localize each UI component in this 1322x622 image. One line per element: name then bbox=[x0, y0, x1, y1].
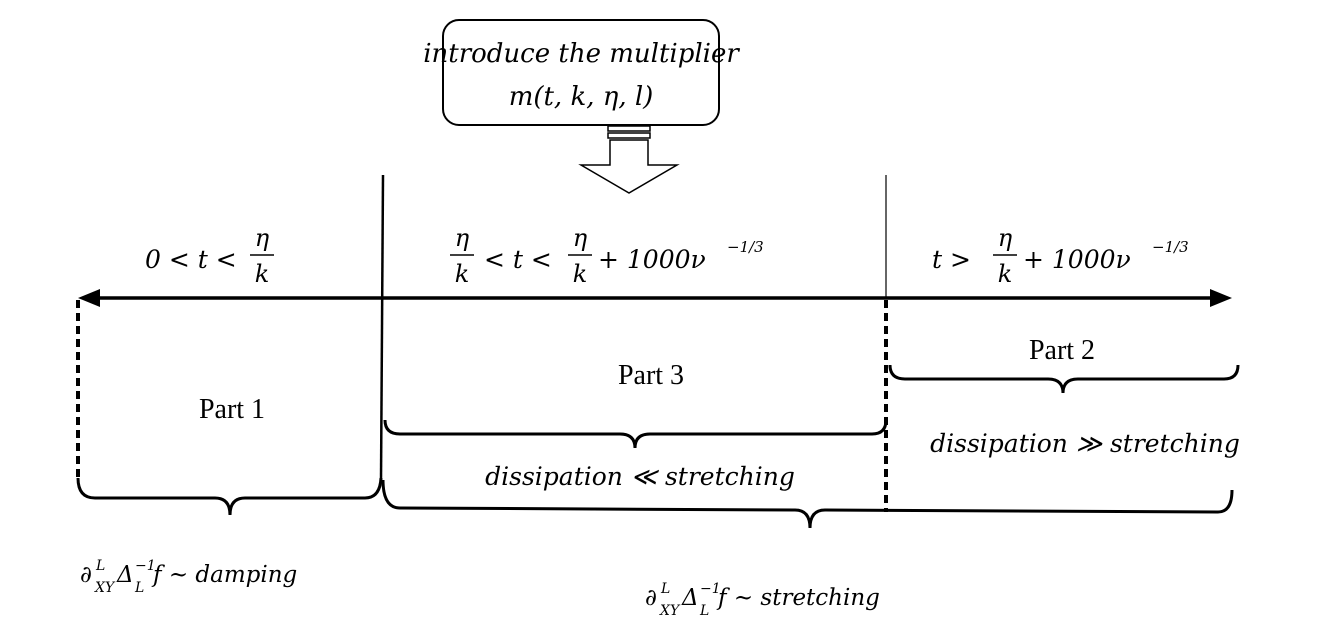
brace-part2 bbox=[888, 364, 1240, 394]
svg-text:L: L bbox=[95, 558, 105, 574]
svg-text:k: k bbox=[573, 260, 588, 288]
svg-text:0 < t <: 0 < t < bbox=[145, 245, 237, 274]
down-arrow-icon bbox=[578, 125, 680, 194]
svg-text:XY: XY bbox=[659, 603, 681, 619]
box-line2: m(t, k, η, l) bbox=[509, 82, 654, 112]
brace-part3 bbox=[383, 419, 888, 449]
svg-text:f ~ damping: f ~ damping bbox=[151, 562, 297, 588]
svg-text:k: k bbox=[998, 260, 1013, 288]
label-damping: ∂ L XY Δ −1 L f ~ damping bbox=[80, 558, 297, 596]
svg-text:η: η bbox=[455, 224, 470, 252]
interval-left: 0 < t < η k bbox=[145, 224, 274, 288]
label-stretching: ∂ L XY Δ −1 L f ~ stretching bbox=[645, 581, 880, 619]
svg-text:η: η bbox=[255, 224, 270, 252]
regime-part3: dissipation ≪ stretching bbox=[485, 462, 795, 491]
svg-text:+ 1000ν: + 1000ν bbox=[598, 245, 706, 274]
svg-text:L: L bbox=[660, 581, 670, 597]
svg-text:−1: −1 bbox=[700, 581, 721, 597]
svg-text:f ~ stretching: f ~ stretching bbox=[716, 585, 880, 611]
svg-text:Δ: Δ bbox=[116, 562, 134, 588]
svg-text:L: L bbox=[134, 580, 144, 596]
svg-text:k: k bbox=[455, 260, 470, 288]
boundary-line-1 bbox=[379, 174, 385, 481]
multiplier-box bbox=[442, 19, 720, 126]
part3-label: Part 3 bbox=[618, 360, 684, 391]
part2-label: Part 2 bbox=[1029, 335, 1095, 366]
svg-text:−1/3: −1/3 bbox=[1152, 238, 1189, 256]
svg-text:Δ: Δ bbox=[681, 585, 699, 611]
svg-text:t >: t > bbox=[932, 245, 971, 274]
brace-part1 bbox=[76, 477, 383, 516]
svg-text:−1/3: −1/3 bbox=[727, 238, 764, 256]
svg-text:L: L bbox=[699, 603, 709, 619]
interval-right: t > η k + 1000ν −1/3 bbox=[932, 224, 1189, 288]
regime-part2: dissipation ≫ stretching bbox=[930, 429, 1240, 458]
svg-text:+ 1000ν: + 1000ν bbox=[1023, 245, 1131, 274]
interval-middle: η k < t < η k + 1000ν −1/3 bbox=[450, 224, 764, 288]
svg-text:−1: −1 bbox=[135, 558, 156, 574]
svg-text:η: η bbox=[998, 224, 1013, 252]
svg-text:XY: XY bbox=[94, 580, 116, 596]
brace-stretching bbox=[381, 479, 1234, 529]
svg-text:∂: ∂ bbox=[80, 562, 92, 588]
svg-text:η: η bbox=[573, 224, 588, 252]
time-axis bbox=[78, 289, 1232, 307]
svg-text:< t <: < t < bbox=[484, 245, 552, 274]
svg-text:∂: ∂ bbox=[645, 585, 657, 611]
part1-label: Part 1 bbox=[199, 394, 265, 425]
box-line1: introduce the multiplier bbox=[423, 39, 740, 69]
svg-text:k: k bbox=[255, 260, 270, 288]
